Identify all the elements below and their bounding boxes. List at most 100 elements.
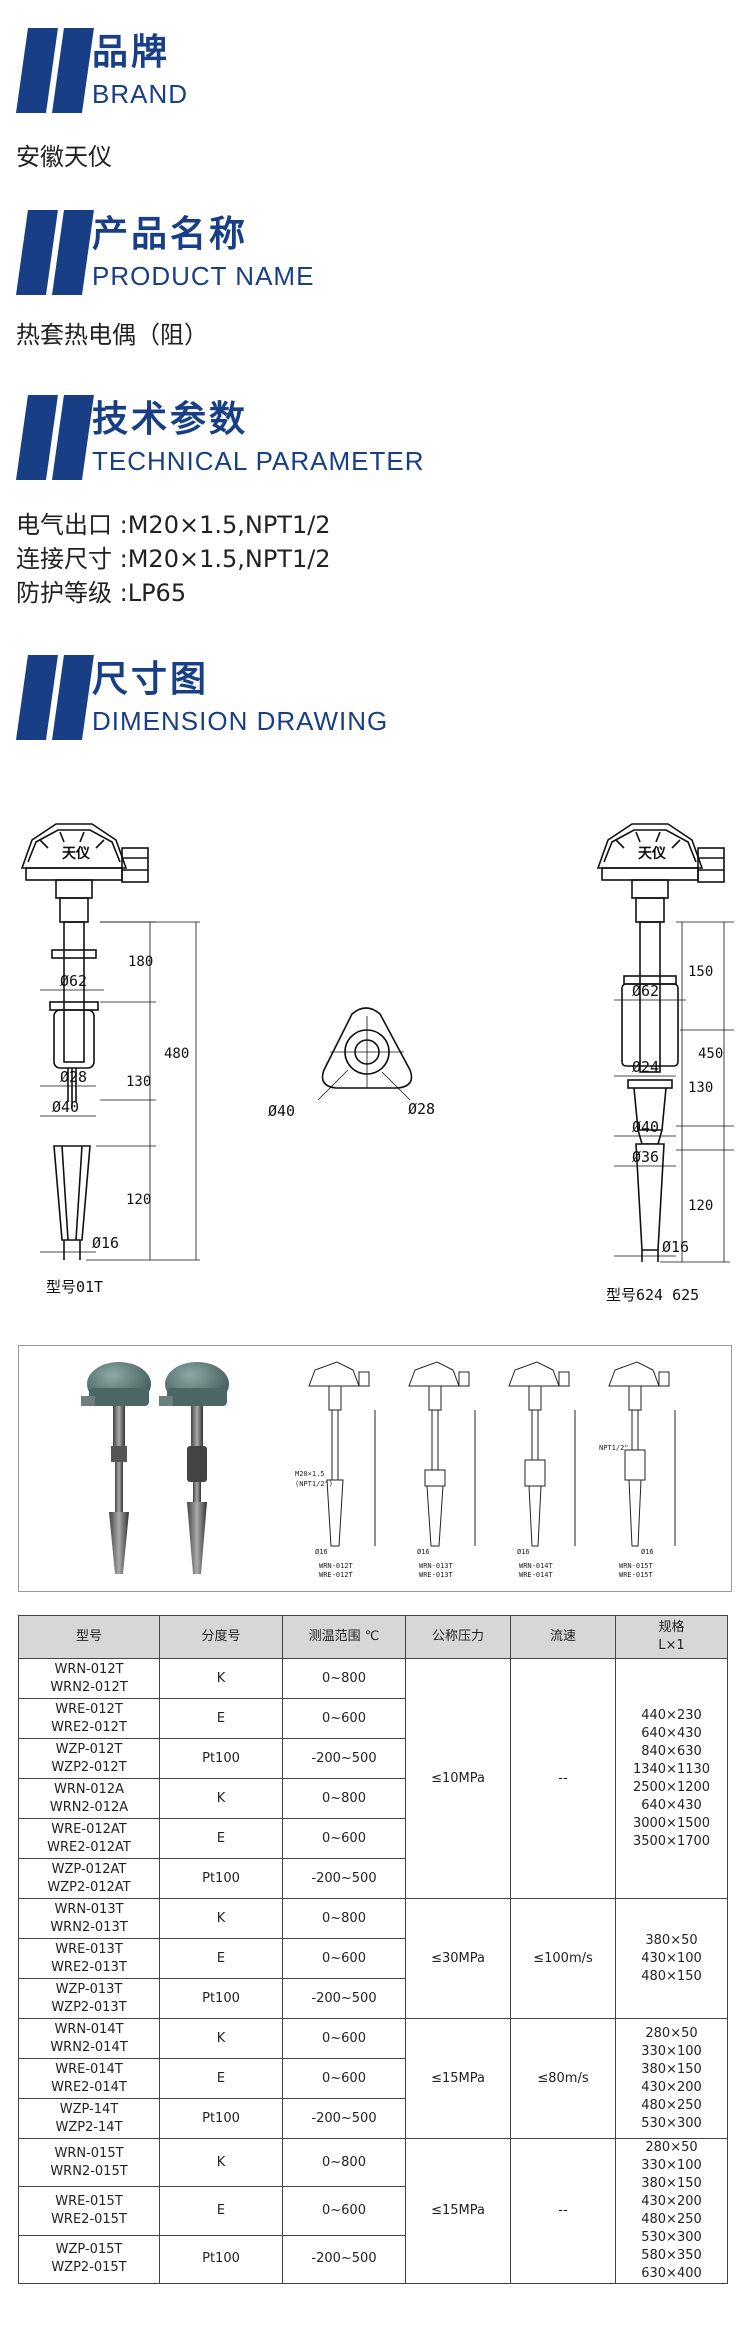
mini-drawing-015T (608, 1361, 676, 1547)
size-value: 380×150 (641, 2061, 702, 2077)
col-pressure: 公称压力 (405, 1615, 511, 1659)
col-spec-label: 规格 (658, 1620, 685, 1635)
temp-range-cell: 0~800 (282, 1778, 406, 1819)
model-name: WZP2-015T (51, 2260, 127, 2276)
size-value: 840×630 (641, 1743, 702, 1759)
col-graduation: 分度号 (159, 1615, 283, 1659)
product-title: 产品名称 (92, 214, 249, 255)
col-spec-unit: L×1 (658, 1638, 685, 1653)
flow-cell: -- (510, 1658, 616, 1899)
size-value: 380×150 (641, 2176, 702, 2191)
left-logo: 天仪 (62, 846, 91, 862)
model-name: WZP-012T (55, 1741, 123, 1757)
graduation-cell: Pt100 (159, 2234, 283, 2285)
graduation-cell: E (159, 2058, 283, 2099)
right-dim-d24: Ø24 (632, 1058, 659, 1076)
size-value: 1340×1130 (632, 1761, 711, 1777)
tech-heading: 技术参数 TECHNICAL PARAMETER (12, 395, 732, 480)
graduation-cell: E (159, 1818, 283, 1859)
temp-range-cell: 0~800 (282, 2137, 406, 2188)
left-dim-130: 130 (126, 1074, 151, 1090)
right-dim-d40: Ø40 (632, 1118, 659, 1136)
product-photo-1 (81, 1362, 151, 1574)
model-name: WRE-013T (55, 1941, 123, 1957)
right-model-label: 型号624 625 (606, 1286, 699, 1304)
size-value: 330×100 (641, 2043, 702, 2059)
left-dim-180: 180 (128, 954, 153, 970)
table-row: WZP-015T WZP2-015T Pt100-200~500 (18, 2234, 728, 2285)
model-name: WZP-013T (55, 1981, 123, 1997)
graduation-cell: K (159, 1778, 283, 1819)
pressure-cell: ≤15MPa (405, 2018, 511, 2139)
model-cell: WRN-015T WRN2-015T (18, 2137, 160, 2188)
temp-range-cell: 0~600 (282, 2186, 406, 2236)
model-name: WZP-012AT (51, 1861, 127, 1877)
model-cell: WRN-012A WRN2-012A (18, 1778, 160, 1819)
model-name: WZP2-14T (55, 2119, 123, 2135)
model-name: WRE2-012AT (47, 1839, 131, 1855)
model-cell: WZP-013T WZP2-013T (18, 1978, 160, 2019)
temp-range-cell: 0~800 (282, 1898, 406, 1939)
model-name: WRN2-013T (50, 1919, 128, 1935)
mini-label-012T-a: WRN-012T (319, 1562, 354, 1570)
right-dim-450: 450 (698, 1046, 723, 1062)
flow-cell: ≤80m/s (510, 2018, 616, 2139)
col-model: 型号 (18, 1615, 160, 1659)
mini-drawing-014T (508, 1361, 576, 1547)
mini-drawing-012T (308, 1361, 376, 1547)
size-value: 2500×1200 (632, 1779, 711, 1795)
size-value: 430×200 (641, 2079, 702, 2095)
model-name: WRN-012A (53, 1781, 124, 1797)
temp-range-cell: 0~600 (282, 1818, 406, 1859)
left-dim-480: 480 (164, 1046, 189, 1062)
temp-range-cell: 0~600 (282, 1698, 406, 1739)
model-name: WRN-015T (54, 2145, 124, 2161)
size-value: 280×50 (645, 2025, 698, 2041)
temp-range-cell: -200~500 (282, 1738, 406, 1779)
temp-range-cell: -200~500 (282, 2098, 406, 2139)
mini-label-013T-b: WRE-013T (419, 1571, 454, 1579)
model-name: WZP-015T (55, 2242, 123, 2258)
temp-range-cell: -200~500 (282, 2234, 406, 2285)
brand-title: 品牌 (92, 32, 171, 73)
mini-thread-1: M20×1.5 (295, 1470, 325, 1478)
product-value: 热套热电偶（阻） (16, 321, 208, 349)
size-value: 430×100 (641, 1950, 702, 1966)
center-dim-d28: Ø28 (408, 1100, 435, 1118)
col-spec: 规格 L×1 (615, 1615, 728, 1659)
model-name: WRN2-012A (49, 1799, 129, 1815)
model-name: WRE2-014T (51, 2079, 127, 2095)
size-value: 480×150 (641, 1968, 702, 1984)
mini-dia-3: Ø16 (517, 1548, 530, 1556)
right-dim-130: 130 (688, 1080, 713, 1096)
product-heading: 产品名称 PRODUCT NAME (12, 210, 732, 295)
size-value: 3000×1500 (632, 1815, 711, 1831)
model-name: WRN2-015T (50, 2163, 128, 2179)
right-dim-120: 120 (688, 1198, 713, 1214)
left-dim-120: 120 (126, 1192, 151, 1208)
graduation-cell: E (159, 1938, 283, 1979)
size-value: 280×50 (645, 2140, 698, 2155)
size-value: 480×250 (641, 2212, 702, 2227)
heading-bars-icon (12, 210, 94, 295)
dimension-drawings: 天仪 天仪 Ø62 Ø28 Ø40 Ø16 180 130 120 480 型号… (20, 823, 734, 1304)
model-name: WRE2-013T (51, 1959, 127, 1975)
product-photo-panel: M20×1.5 (NPT1/2") Ø16 WRN-012T WRE-012T … (18, 1345, 732, 1592)
product-subtitle: PRODUCT NAME (92, 261, 315, 291)
model-name: WZP2-013T (51, 1999, 127, 2015)
mini-dia-2: Ø16 (417, 1548, 430, 1556)
brand-value: 安徽天仪 (16, 143, 112, 171)
size-value: 440×230 (641, 1707, 702, 1723)
